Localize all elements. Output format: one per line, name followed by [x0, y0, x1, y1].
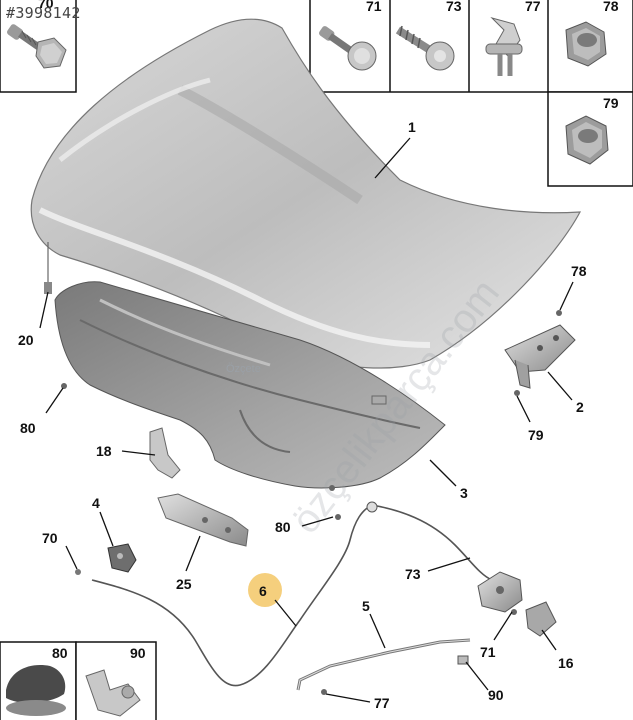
- pad-icon: [6, 665, 66, 716]
- cable-rod: [296, 638, 471, 695]
- callout-number: 2: [576, 399, 584, 415]
- callout-71: 71: [480, 611, 513, 660]
- callout-3: 3: [429, 459, 468, 501]
- callout-2: 2: [547, 371, 584, 415]
- callout-number: 79: [528, 427, 544, 443]
- callout-number: 70: [42, 530, 58, 546]
- parts-box-number: 70: [38, 0, 54, 11]
- callout-number: 80: [20, 420, 36, 436]
- nut-icon: [565, 115, 609, 165]
- callout-number: 78: [571, 263, 587, 279]
- callout-number: 77: [374, 695, 390, 711]
- callout-16: 16: [541, 629, 574, 671]
- callout-80-mid: 80: [275, 516, 334, 535]
- callout-18: 18: [96, 443, 156, 459]
- reference-id: #3998142: [6, 4, 81, 22]
- callout-number: 1: [408, 119, 416, 135]
- callout-number: 71: [480, 644, 496, 660]
- parts-box-number: 77: [525, 0, 541, 14]
- callout-77: 77: [325, 693, 390, 711]
- highlight-circle: [248, 573, 282, 607]
- callout-5: 5: [362, 598, 386, 649]
- bolt-icon: [319, 26, 377, 71]
- callout-80-left: 80: [20, 387, 64, 436]
- callout-number: 5: [362, 598, 370, 614]
- parts-box-number: 80: [52, 645, 68, 661]
- screw-icon: [395, 25, 455, 71]
- clip-icon: [85, 669, 141, 717]
- callout-number: 80: [275, 519, 291, 535]
- callout-number: 73: [405, 566, 421, 582]
- callout-number: 90: [488, 687, 504, 703]
- callout-78: 78: [559, 263, 587, 311]
- callout-number: 25: [176, 576, 192, 592]
- parts-box-number: 73: [446, 0, 462, 14]
- callout-25: 25: [176, 535, 201, 592]
- watermark-logo: Özçete: [226, 363, 261, 375]
- parts-box-70: 70: [0, 0, 77, 93]
- hood-insulation-liner: [54, 281, 446, 489]
- hood-hinge: [504, 310, 576, 396]
- callout-90: 90: [465, 661, 504, 703]
- clip-icon: [485, 17, 523, 76]
- callout-20: 20: [18, 291, 49, 348]
- parts-box-90: 90: [75, 641, 157, 720]
- parts-box-number: 78: [603, 0, 619, 14]
- safety-catch-16: [511, 601, 557, 637]
- nut-icon: [565, 21, 607, 67]
- callout-number: 3: [460, 485, 468, 501]
- bracket-25: [157, 493, 249, 547]
- bracket-18: [149, 427, 181, 479]
- parts-box-number: 79: [603, 95, 619, 111]
- parts-box-79: 79: [547, 91, 633, 187]
- callout-6-highlighted: 6: [248, 573, 297, 627]
- release-cable: [91, 501, 493, 687]
- parts-box-number: 71: [366, 0, 382, 14]
- callout-number: 18: [96, 443, 112, 459]
- bolt-icon: [7, 24, 67, 69]
- fastener-dots: [44, 242, 341, 520]
- callout-number: 20: [18, 332, 34, 348]
- callout-number: 4: [92, 495, 100, 511]
- callout-number: 6: [259, 583, 267, 599]
- parts-box-71-73-77-78: 71 73 77 78: [309, 0, 633, 93]
- callout-73: 73: [405, 557, 471, 582]
- parts-box-80: 80: [0, 641, 77, 720]
- callout-70: 70: [42, 530, 78, 570]
- callout-4: 4: [92, 495, 114, 547]
- callout-79: 79: [516, 395, 544, 443]
- hood-panel: [30, 18, 582, 369]
- hood-latch: [75, 543, 137, 575]
- callout-number: 16: [558, 655, 574, 671]
- release-handle-73: [477, 571, 523, 613]
- parts-box-number: 90: [130, 645, 146, 661]
- callout-1: 1: [374, 119, 416, 179]
